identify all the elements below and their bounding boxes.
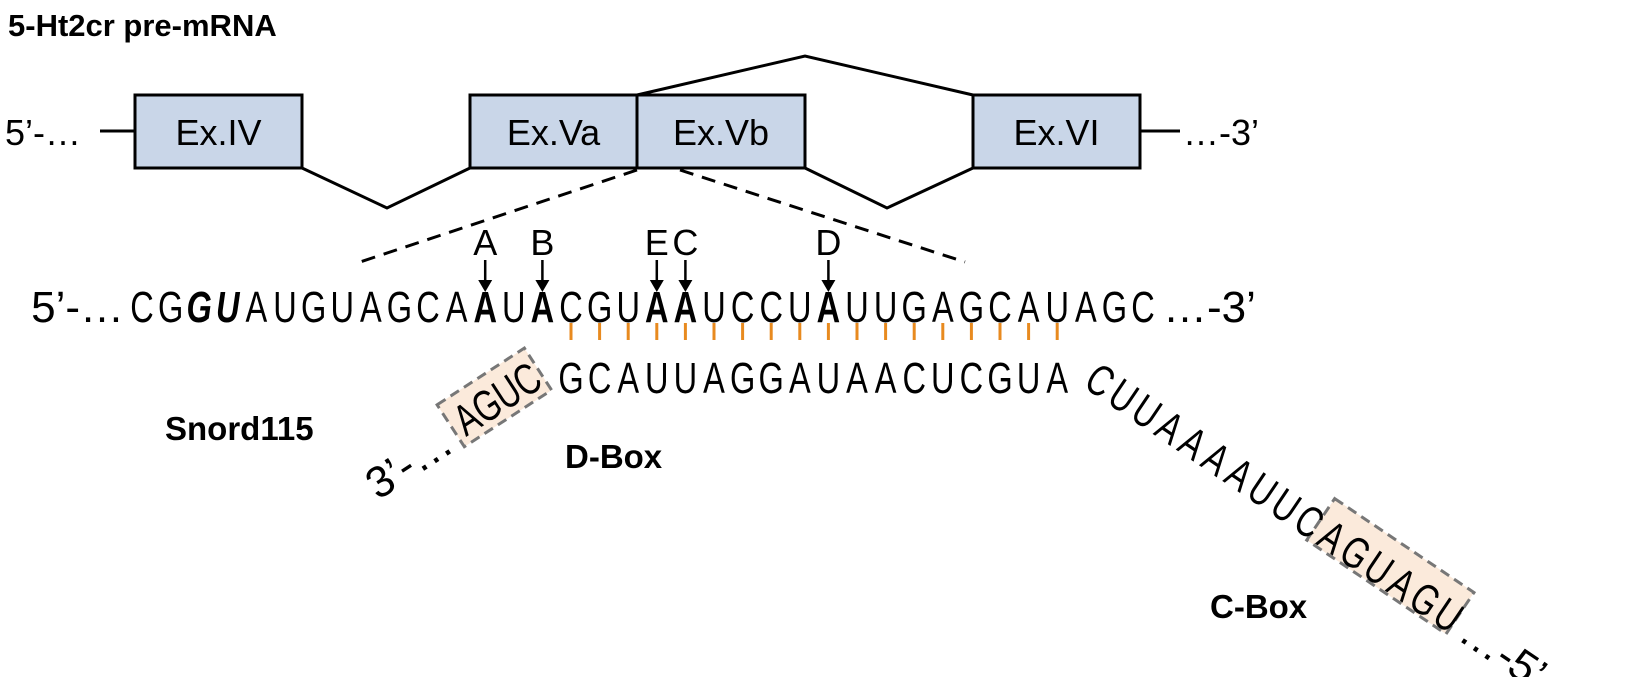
nucleotide: A: [617, 354, 639, 403]
exon-boxes: Ex.IV Ex.Va Ex.Vb Ex.VI: [133, 93, 1142, 170]
nucleotide: U: [502, 283, 526, 332]
arrowhead-icon: [649, 280, 664, 292]
nucleotide: A: [246, 283, 268, 332]
figure-title: 5-Ht2cr pre-mRNA: [8, 8, 277, 43]
exon-box: [133, 93, 304, 170]
nucleotide: U: [273, 283, 297, 332]
arrowhead-icon: [821, 280, 836, 292]
nucleotide: U: [874, 283, 898, 332]
nucleotide: C: [759, 283, 783, 332]
arrowhead-icon: [478, 280, 493, 292]
nucleotide: A: [932, 283, 954, 332]
nucleotide: A: [446, 283, 468, 332]
target-5-end: 5’-…: [31, 283, 124, 332]
nucleotide: C: [902, 354, 926, 403]
nucleotide: C: [559, 283, 583, 332]
nucleotide: G: [987, 354, 1012, 403]
edit-site-label: C: [672, 222, 698, 263]
nucleotide: U: [1045, 283, 1069, 332]
nucleotide: U: [788, 283, 812, 332]
nucleotide: U: [330, 283, 354, 332]
edited-adenosine: A: [473, 283, 497, 332]
nucleotide: A: [1046, 354, 1068, 403]
nucleotide: G: [187, 283, 212, 332]
edited-adenosine: A: [674, 283, 698, 332]
nucleotide: G: [158, 283, 183, 332]
nucleotide: A: [1018, 283, 1040, 332]
nucleotide: C: [731, 283, 755, 332]
nucleotide: A: [875, 354, 897, 403]
nucleotide: C: [416, 283, 440, 332]
nucleotide: U: [817, 354, 841, 403]
nucleotide: C: [960, 354, 984, 403]
edit-site-label: B: [530, 222, 554, 263]
nucleotide: C: [988, 283, 1012, 332]
edited-adenosine: A: [645, 283, 669, 332]
nucleotide: U: [931, 354, 955, 403]
nucleotide: U: [845, 283, 869, 332]
edited-adenosine: A: [531, 283, 555, 332]
nucleotide: G: [301, 283, 326, 332]
zoom-dashed-lines: [359, 168, 966, 264]
nucleotide: G: [387, 283, 412, 332]
edited-adenosine: A: [817, 283, 841, 332]
nucleotide: C: [588, 354, 612, 403]
c-box: [1304, 496, 1477, 637]
exon-label: Ex.VI: [1013, 112, 1099, 153]
nucleotide: U: [702, 283, 726, 332]
edit-site-label: E: [645, 222, 669, 263]
nucleotide: U: [645, 354, 669, 403]
snord-5-end: …-5’: [1451, 606, 1555, 677]
target-3-end: …-3’: [1163, 283, 1256, 332]
arrowhead-icon: [535, 280, 550, 292]
nucleotide: C: [130, 283, 154, 332]
edit-site-label: A: [473, 222, 497, 263]
splice-lines: [100, 54, 1180, 210]
exon-box: [971, 93, 1142, 170]
c-box-label: C-Box: [1210, 588, 1308, 625]
nucleotide: G: [759, 354, 784, 403]
nucleotide: A: [360, 283, 382, 332]
nucleotide: G: [730, 354, 755, 403]
exon-box: [635, 93, 807, 170]
nucleotide: A: [703, 354, 725, 403]
nucleotide: C: [1131, 283, 1155, 332]
pre-mrna-3-end: …-3’: [1183, 112, 1259, 153]
nucleotide: U: [216, 283, 240, 332]
nucleotide: U: [1017, 354, 1041, 403]
exon-label: Ex.IV: [175, 112, 261, 153]
nucleotide: A: [1075, 283, 1097, 332]
d-box: [435, 346, 554, 449]
nucleotide: G: [1102, 283, 1127, 332]
pre-mrna-5-end: 5’-…: [5, 112, 81, 153]
nucleotide: A: [846, 354, 868, 403]
nucleotide: G: [558, 354, 583, 403]
exon-label: Ex.Va: [507, 112, 601, 153]
d-box-label: D-Box: [565, 438, 663, 475]
arrowhead-icon: [678, 280, 693, 292]
nucleotide: U: [616, 283, 640, 332]
snord-3-end: 3’-…: [357, 417, 462, 509]
snord-name: Snord115: [165, 410, 314, 447]
nucleotide: A: [789, 354, 811, 403]
exon-label: Ex.Vb: [673, 112, 769, 153]
nucleotide: U: [674, 354, 698, 403]
edit-site-label: D: [815, 222, 841, 263]
